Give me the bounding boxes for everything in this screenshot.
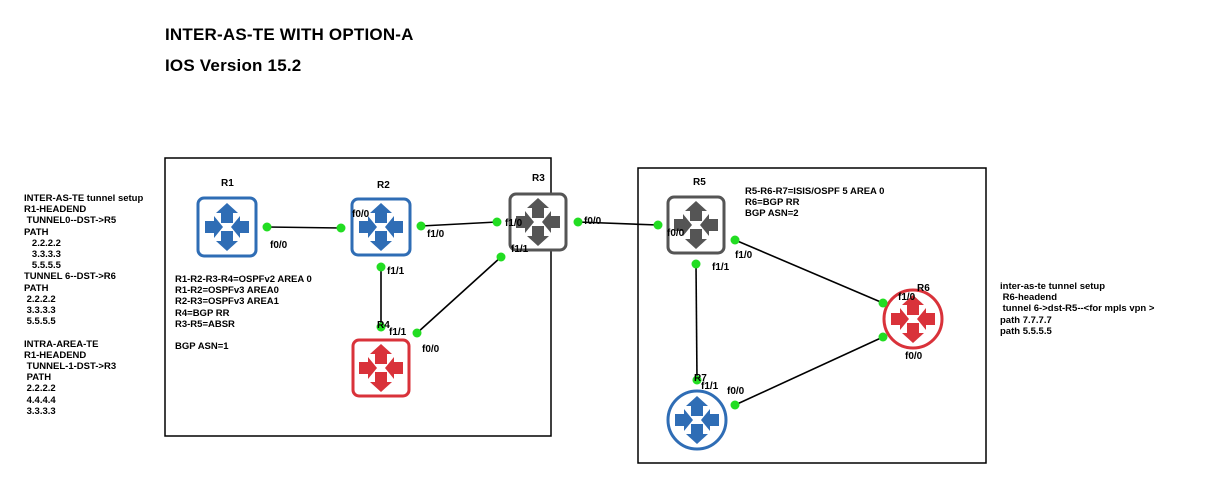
router-r6-label: R6 xyxy=(917,283,930,294)
iface-r3-r5: f0/0 xyxy=(584,216,602,227)
iface-r1-r2: f0/0 xyxy=(270,240,288,251)
link-r2-r3 xyxy=(420,221,498,227)
router-r4-body xyxy=(351,338,411,398)
router-r2-body xyxy=(350,197,412,257)
iface-r2-r3: f1/0 xyxy=(427,229,445,240)
router-r3-label: R3 xyxy=(532,173,545,184)
port-dot xyxy=(730,400,740,410)
port-dot xyxy=(336,223,346,233)
router-r6-body xyxy=(882,288,944,350)
port-dot xyxy=(691,259,701,269)
port-dot xyxy=(730,235,740,245)
iface-r4-r2: f1/1 xyxy=(389,327,407,338)
port-dot xyxy=(376,262,386,272)
iface-r6-r5: f1/0 xyxy=(898,292,916,303)
port-dot xyxy=(376,322,386,332)
iface-r7-r6: f0/0 xyxy=(727,386,745,397)
iface-r3-r4: f1/1 xyxy=(511,244,529,255)
page-title: INTER-AS-TE WITH OPTION-A xyxy=(165,25,414,44)
router-r2[interactable] xyxy=(350,197,412,257)
port-dot xyxy=(412,328,422,338)
port-dot xyxy=(878,298,888,308)
iface-r5-r3: f0/0 xyxy=(667,228,685,239)
link-r3-r5 xyxy=(577,221,659,226)
link-r3-r4 xyxy=(416,256,502,334)
router-r1-label: R1 xyxy=(221,178,234,189)
link-endpoints xyxy=(262,217,888,410)
router-r5-label: R5 xyxy=(693,177,706,188)
as2-boundary xyxy=(637,167,987,464)
link-r5-r7 xyxy=(695,263,698,381)
port-dot xyxy=(878,332,888,342)
router-r1[interactable] xyxy=(196,196,258,258)
iface-r7-r5: f1/1 xyxy=(701,381,719,392)
link-r1-r2 xyxy=(266,226,342,229)
page-subtitle: IOS Version 15.2 xyxy=(165,56,302,75)
links xyxy=(266,221,884,406)
tunnel-setup-notes: INTER-AS-TE tunnel setup R1-HEADEND TUNN… xyxy=(24,193,144,417)
link-r5-r6 xyxy=(734,239,884,304)
as1-boundary xyxy=(164,157,552,437)
router-r2-label: R2 xyxy=(377,180,390,191)
iface-r2-r4: f1/1 xyxy=(387,266,405,277)
router-r7[interactable] xyxy=(666,389,728,451)
router-r4[interactable] xyxy=(351,338,411,398)
router-r5[interactable] xyxy=(666,195,726,255)
port-dot xyxy=(492,217,502,227)
router-r7-label: R7 xyxy=(694,373,707,384)
inter-as-tunnel-notes: inter-as-te tunnel setup R6-headend tunn… xyxy=(1000,281,1155,337)
port-dot xyxy=(692,375,702,385)
iface-r2-r1: f0/0 xyxy=(352,209,370,220)
iface-r3-r2: f1/0 xyxy=(505,218,523,229)
router-r4-label: R4 xyxy=(377,320,390,331)
link-r7-r6 xyxy=(734,336,884,406)
as1-routing-notes: R1-R2-R3-R4=OSPFv2 AREA 0 R1-R2=OSPFv3 A… xyxy=(175,274,312,353)
iface-r6-r7: f0/0 xyxy=(905,351,923,362)
router-r3[interactable] xyxy=(508,192,568,252)
router-r6[interactable] xyxy=(882,288,944,350)
port-dot xyxy=(262,222,272,232)
port-dot xyxy=(496,252,506,262)
port-dot xyxy=(573,217,583,227)
port-dot xyxy=(416,221,426,231)
router-r1-body xyxy=(196,196,258,258)
port-dot xyxy=(653,220,663,230)
router-r7-body xyxy=(666,389,728,451)
as2-routing-notes: R5-R6-R7=ISIS/OSPF 5 AREA 0 R6=BGP RR BG… xyxy=(745,186,885,220)
iface-r4-r3: f0/0 xyxy=(422,344,440,355)
iface-r5-r6: f1/0 xyxy=(735,250,753,261)
router-r3-body xyxy=(508,192,568,252)
iface-r5-r7: f1/1 xyxy=(712,262,730,273)
router-r5-body xyxy=(666,195,726,255)
